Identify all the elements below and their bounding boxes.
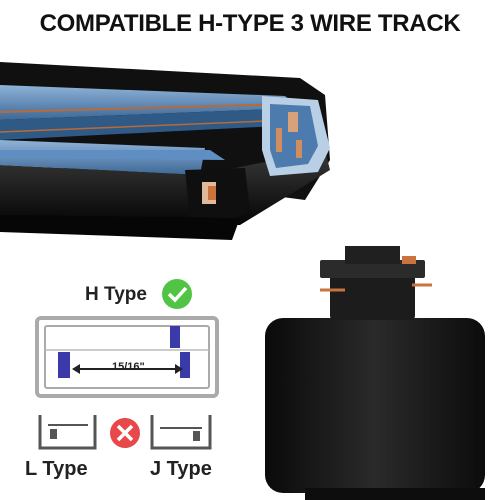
l-type-label: L Type	[25, 458, 88, 480]
cross-icon	[110, 418, 140, 448]
j-type-label: J Type	[150, 458, 212, 480]
check-icon	[162, 279, 192, 309]
l-type-profile-diagram	[38, 415, 97, 450]
page-title: COMPATIBLE H-TYPE 3 WIRE TRACK	[39, 10, 461, 37]
dimension-label: 15/16"	[112, 361, 145, 373]
track-adapter-photo	[265, 246, 485, 500]
j-type-profile-diagram	[150, 415, 212, 450]
h-type-label: H Type	[85, 284, 147, 305]
